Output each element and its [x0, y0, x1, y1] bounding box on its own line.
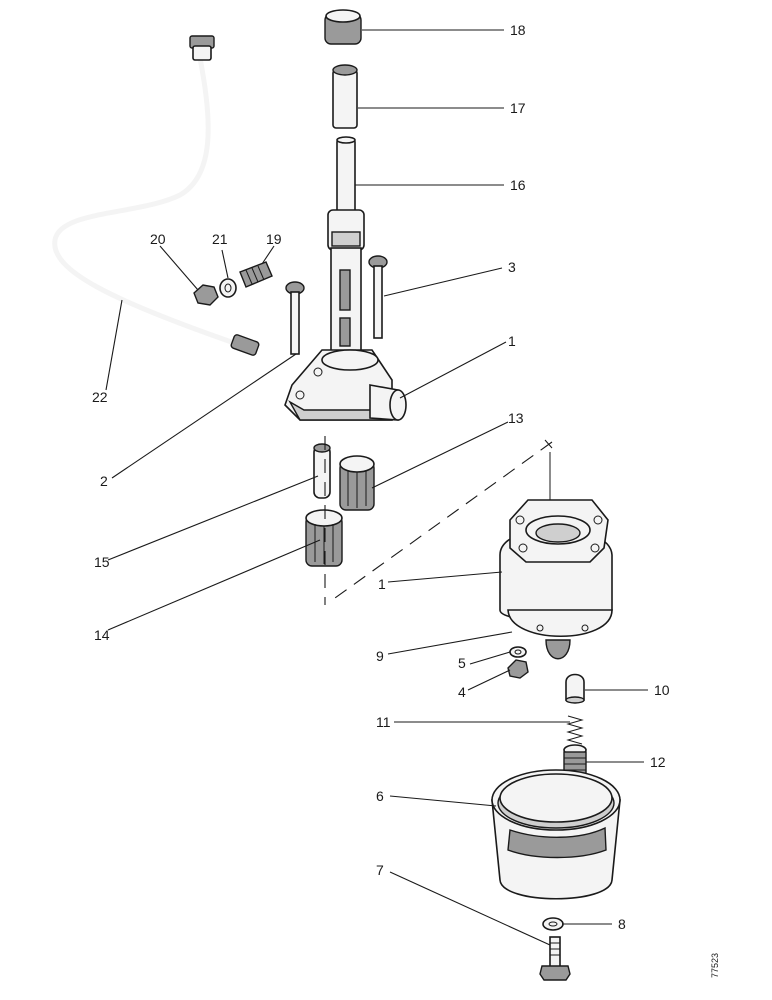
drive-shaft-bush: [332, 64, 358, 129]
pump-cover: [499, 499, 613, 623]
callout-7: 7: [376, 862, 384, 878]
callout-10: 10: [654, 682, 670, 698]
callout-11: 11: [376, 714, 391, 730]
inner-rotor: [339, 455, 375, 511]
callout-6: 6: [376, 788, 384, 804]
relief-valve-plunger: [565, 673, 585, 704]
callout-15: 15: [94, 554, 110, 570]
callout-13: 13: [508, 410, 524, 426]
callout-2: 2: [100, 473, 108, 489]
drawing-code: 77523: [710, 953, 720, 978]
oil-delivery-pipe: [52, 35, 260, 356]
callout-20: 20: [150, 231, 166, 247]
callout-12: 12: [650, 754, 666, 770]
drive-gear: [324, 9, 362, 45]
callout-9: 9: [376, 648, 384, 664]
callout-8: 8: [618, 916, 626, 932]
leader-lines: [105, 29, 648, 946]
strainer-washer: [542, 917, 564, 931]
outer-rotor: [305, 509, 343, 567]
callout-17: 17: [510, 100, 526, 116]
washer: [509, 646, 527, 658]
pump-bolt-long: [368, 255, 388, 339]
callout-5: 5: [458, 655, 466, 671]
callout-16: 16: [510, 177, 526, 193]
drive-shaft: [336, 136, 356, 221]
callout-1-upper: 1: [508, 333, 516, 349]
pump-body: [284, 209, 407, 421]
relief-valve-housing: [507, 609, 613, 660]
union-nut: [193, 284, 219, 306]
callout-1-lower: 1: [378, 576, 386, 592]
callout-22: 22: [92, 389, 108, 405]
callout-14: 14: [94, 627, 110, 643]
strainer-bowl: [491, 769, 621, 900]
callout-4: 4: [458, 684, 466, 700]
callout-3: 3: [508, 259, 516, 275]
nut: [507, 659, 529, 679]
relief-valve-plug: [563, 744, 587, 775]
relief-valve-spring: [566, 715, 584, 745]
strainer-bolt: [539, 936, 571, 981]
pump-bolt-short: [285, 281, 305, 355]
rotor-spindle: [313, 443, 331, 499]
pipe-connector: [239, 261, 273, 288]
callout-18: 18: [510, 22, 526, 38]
callout-21: 21: [212, 231, 228, 247]
callout-19: 19: [266, 231, 282, 247]
union-olive: [219, 278, 237, 298]
